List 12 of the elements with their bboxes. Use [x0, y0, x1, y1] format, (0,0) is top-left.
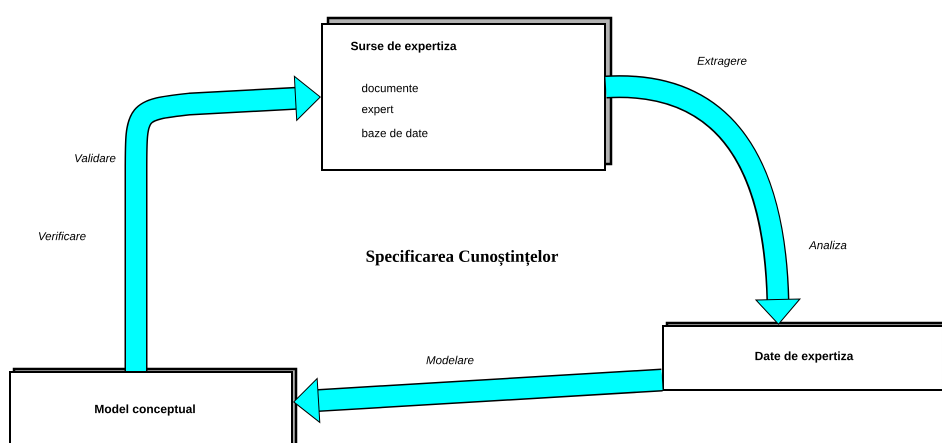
process-box: Date de expertiza: [662, 322, 942, 391]
text-label: Analiza: [808, 240, 846, 250]
block-arrow: [606, 76, 802, 325]
block-arrow: [293, 368, 663, 424]
text-label: Verificare: [38, 232, 86, 240]
edge-label: Extragere: [697, 56, 746, 68]
edge-label: Modelare: [426, 356, 474, 364]
title: Specificarea Cunoștințelor: [366, 250, 558, 266]
block-arrow: [124, 75, 321, 371]
edge-label: Validare: [75, 154, 116, 162]
process-box: Surse de expertiza documente expert baze de date: [321, 16, 612, 171]
process-box: Model conceptual: [9, 368, 298, 443]
